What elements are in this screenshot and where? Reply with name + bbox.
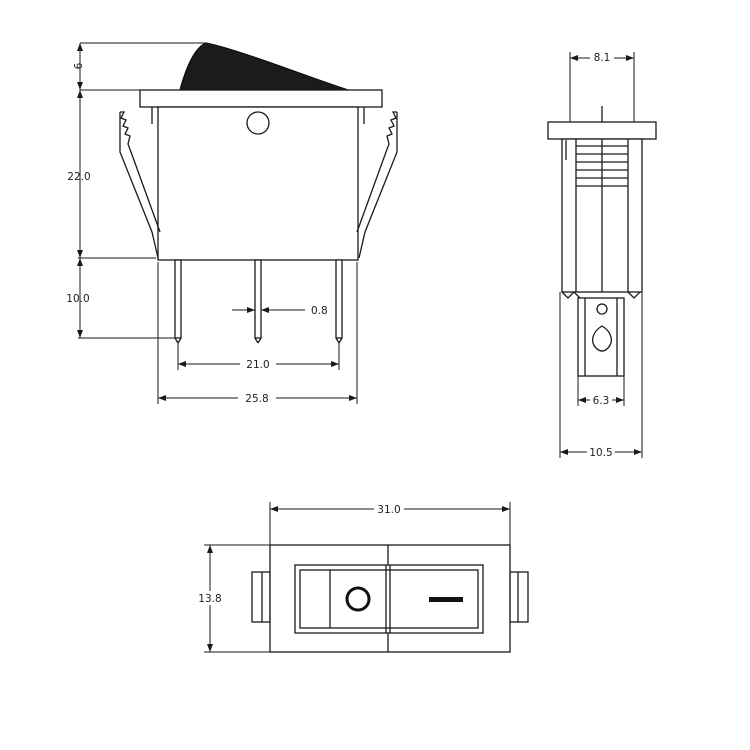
terminal-pitch-dimension: 21.0 (177, 343, 340, 371)
dim-body-width: 25.8 (245, 393, 268, 405)
indicator-hole (246, 111, 270, 135)
vertical-dimensions: 6 22.0 10.0 (66, 42, 206, 339)
terminal-right (335, 259, 343, 339)
off-symbol (345, 586, 371, 612)
side-flange (547, 121, 657, 140)
flange (139, 89, 383, 108)
dim-terminal-length: 10.0 (66, 293, 89, 305)
terminal-middle (254, 259, 262, 339)
top-width-dimension: 8.1 (569, 51, 635, 122)
left-tab (251, 571, 271, 623)
dim-terminal-pitch: 21.0 (246, 359, 269, 371)
dim-top-width: 8.1 (594, 52, 611, 64)
right-snap-clip (356, 111, 397, 233)
overall-height-dimension: 13.8 (196, 544, 270, 653)
terminal-teardrop-hole (591, 325, 613, 352)
dim-terminal-thickness: 0.8 (311, 305, 328, 317)
terminal-left (174, 259, 182, 339)
front-view: 6 22.0 10.0 0.8 21.0 (66, 42, 398, 405)
side-view: 8.1 (547, 51, 657, 459)
dim-actuator-height: 6 (73, 62, 85, 69)
dim-body-height: 22.0 (67, 171, 90, 183)
dim-terminal-width: 6.3 (593, 395, 610, 407)
dim-overall-length: 31.0 (377, 504, 400, 516)
housing (157, 106, 359, 261)
right-tab (509, 571, 529, 623)
rocker-actuator (179, 42, 349, 91)
terminal-width-dimension: 6.3 (577, 376, 625, 407)
on-symbol (429, 597, 463, 602)
dim-overall-height: 13.8 (198, 593, 221, 605)
overall-length-dimension: 31.0 (269, 502, 511, 545)
left-snap-clip (120, 111, 161, 233)
top-view: 31.0 13.8 (196, 502, 529, 653)
side-terminal (577, 297, 625, 377)
overall-depth-dimension: 10.5 (559, 292, 643, 459)
side-ribs (565, 140, 628, 187)
dim-overall-depth: 10.5 (589, 447, 612, 459)
terminal-thickness-dimension: 0.8 (232, 305, 328, 317)
terminal-small-hole (596, 303, 608, 315)
body-width-dimension: 25.8 (157, 262, 358, 405)
